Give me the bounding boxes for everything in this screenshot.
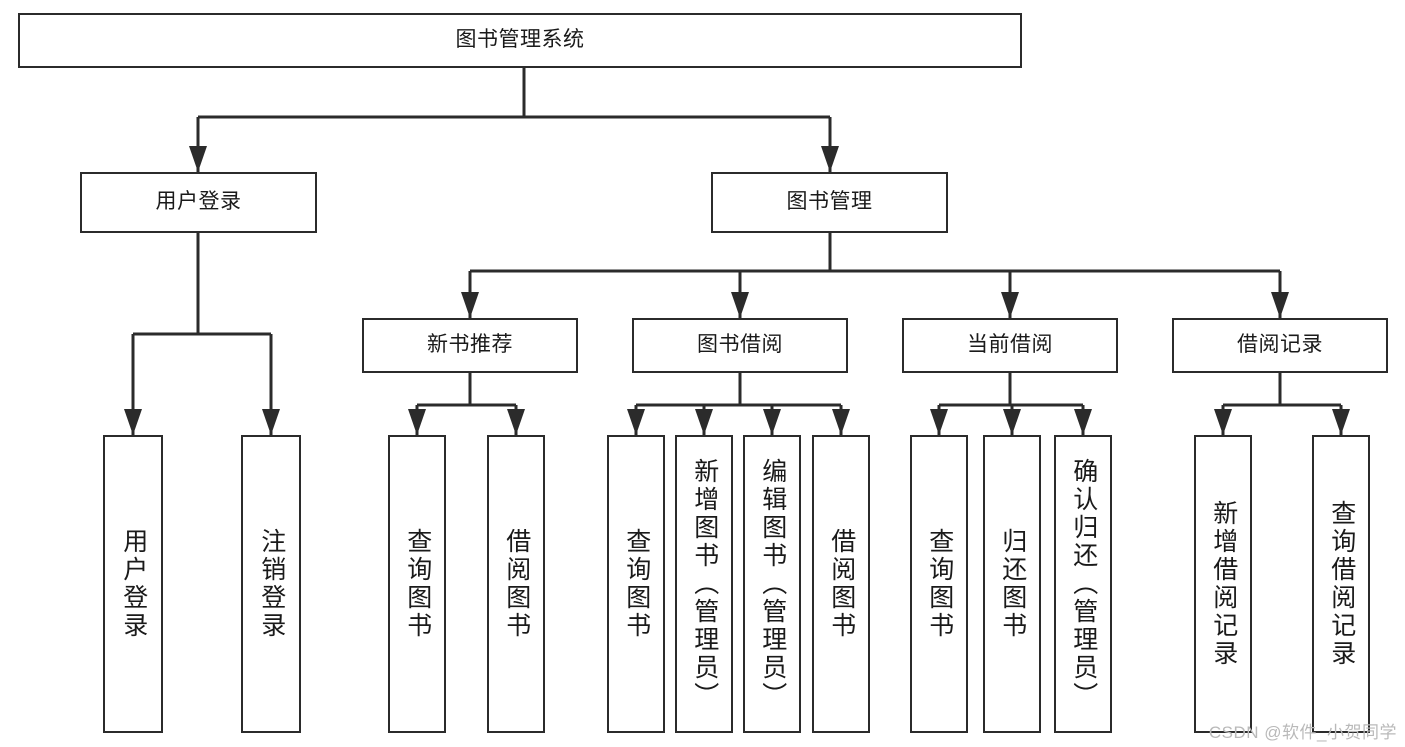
node-leaf-query-record: 查询借阅记录: [1312, 435, 1370, 733]
node-label-leaf-user-login: 用户登录: [119, 528, 148, 640]
arrowhead-record-to-leaves-0: [1214, 409, 1232, 435]
node-leaf-logout: 注销登录: [241, 435, 301, 733]
arrowhead-borrow-to-leaves-1: [695, 409, 713, 435]
arrowhead-record-to-leaves-1: [1332, 409, 1350, 435]
node-label-leaf-borrow-book-1: 借阅图书: [502, 528, 531, 640]
node-leaf-query-book-1: 查询图书: [388, 435, 446, 733]
node-current-borrow: 当前借阅: [902, 318, 1118, 373]
node-leaf-query-book-3: 查询图书: [910, 435, 968, 733]
node-leaf-add-book: 新增图书（管理员）: [675, 435, 733, 733]
arrowhead-recommend-to-leaves-1: [507, 409, 525, 435]
node-root: 图书管理系统: [18, 13, 1022, 68]
node-label-leaf-query-record: 查询借阅记录: [1327, 500, 1356, 668]
node-label-leaf-query-book-1: 查询图书: [403, 528, 432, 640]
arrowhead-current-to-leaves-0: [930, 409, 948, 435]
arrowhead-borrow-to-leaves-0: [627, 409, 645, 435]
arrowhead-root-to-level2-0: [189, 146, 207, 172]
node-new-book-recommend: 新书推荐: [362, 318, 578, 373]
node-leaf-return-book: 归还图书: [983, 435, 1041, 733]
arrowhead-book-manage-to-level3-1: [731, 292, 749, 318]
node-user-login: 用户登录: [80, 172, 317, 233]
node-book-manage: 图书管理: [711, 172, 948, 233]
arrowhead-user-login-to-leaves-1: [262, 409, 280, 435]
arrowhead-borrow-to-leaves-3: [832, 409, 850, 435]
node-label-book-manage: 图书管理: [786, 190, 873, 214]
node-leaf-query-book-2: 查询图书: [607, 435, 665, 733]
node-leaf-borrow-book-2: 借阅图书: [812, 435, 870, 733]
arrowhead-current-to-leaves-1: [1003, 409, 1021, 435]
node-label-leaf-logout: 注销登录: [257, 528, 286, 640]
arrowhead-book-manage-to-level3-2: [1001, 292, 1019, 318]
arrowhead-root-to-level2-1: [821, 146, 839, 172]
arrowhead-borrow-to-leaves-2: [763, 409, 781, 435]
node-label-book-borrow: 图书借阅: [697, 333, 783, 357]
node-label-leaf-add-record: 新增借阅记录: [1209, 500, 1238, 668]
node-book-borrow: 图书借阅: [632, 318, 848, 373]
node-label-leaf-borrow-book-2: 借阅图书: [827, 528, 856, 640]
arrowhead-book-manage-to-level3-0: [461, 292, 479, 318]
node-label-current-borrow: 当前借阅: [967, 333, 1053, 357]
node-label-root: 图书管理系统: [455, 28, 585, 52]
node-label-user-login: 用户登录: [155, 190, 242, 214]
node-leaf-user-login: 用户登录: [103, 435, 163, 733]
node-label-leaf-confirm-return: 确认归还（管理员）: [1069, 458, 1098, 710]
node-label-leaf-query-book-3: 查询图书: [925, 528, 954, 640]
node-leaf-confirm-return: 确认归还（管理员）: [1054, 435, 1112, 733]
node-leaf-add-record: 新增借阅记录: [1194, 435, 1252, 733]
node-label-leaf-query-book-2: 查询图书: [622, 528, 651, 640]
arrowhead-user-login-to-leaves-0: [124, 409, 142, 435]
arrowhead-current-to-leaves-2: [1074, 409, 1092, 435]
arrowhead-recommend-to-leaves-0: [408, 409, 426, 435]
arrowhead-book-manage-to-level3-3: [1271, 292, 1289, 318]
node-label-leaf-return-book: 归还图书: [998, 528, 1027, 640]
node-label-leaf-edit-book: 编辑图书（管理员）: [758, 458, 787, 710]
node-label-new-book-recommend: 新书推荐: [427, 333, 513, 357]
node-label-borrow-record: 借阅记录: [1237, 333, 1323, 357]
csdn-watermark: CSDN @软件_小贺同学: [1208, 723, 1397, 742]
node-leaf-edit-book: 编辑图书（管理员）: [743, 435, 801, 733]
node-label-leaf-add-book: 新增图书（管理员）: [690, 458, 719, 710]
node-borrow-record: 借阅记录: [1172, 318, 1388, 373]
node-leaf-borrow-book-1: 借阅图书: [487, 435, 545, 733]
